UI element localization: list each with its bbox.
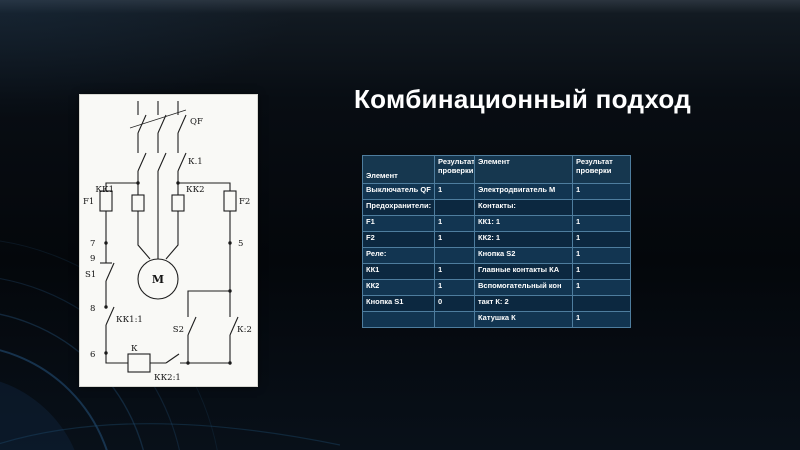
cell-element-left: КК2 <box>362 279 435 296</box>
cell-result-left: 1 <box>434 263 475 280</box>
label-k-coil: К <box>131 344 138 354</box>
cell-result-right: 1 <box>572 263 631 280</box>
col-header-result-right: Результат проверки <box>572 155 631 184</box>
cell-element-left: F1 <box>362 215 435 232</box>
label-node-5: 5 <box>238 239 243 249</box>
label-node-8: 8 <box>90 304 95 314</box>
label-kk1: КК1 <box>95 185 114 195</box>
cell-element-right: Кнопка S2 <box>474 247 573 264</box>
table-row: F1 1 КК1: 1 1 <box>362 215 631 232</box>
cell-result-left: 0 <box>434 295 475 312</box>
cell-element-right: Вспомогательный кон <box>474 279 573 296</box>
cell-element-right: КК1: 1 <box>474 215 573 232</box>
cell-element-left: F2 <box>362 231 435 248</box>
cell-result-left: 1 <box>434 215 475 232</box>
label-s1: S1 <box>85 270 96 280</box>
cell-result-left <box>434 311 475 328</box>
table-row: Кнопка S1 0 такт К: 2 <box>362 295 631 312</box>
cell-element-left: КК1 <box>362 263 435 280</box>
label-node-7: 7 <box>90 239 95 249</box>
table-row: Реле: Кнопка S2 1 <box>362 247 631 264</box>
cell-result-left: 1 <box>434 231 475 248</box>
label-node-9: 9 <box>90 254 95 264</box>
circuit-diagram-panel: QF К.1 F1 F2 КК1 КК2 7 5 9 8 6 S1 КК1:1 … <box>79 94 258 387</box>
label-f2: F2 <box>239 197 250 207</box>
cell-result-left <box>434 199 475 216</box>
label-k2: К:2 <box>237 325 252 335</box>
cell-result-right: 1 <box>572 215 631 232</box>
cell-result-right: 1 <box>572 279 631 296</box>
col-header-element-right: Элемент <box>474 155 573 184</box>
circuit-diagram: QF К.1 F1 F2 КК1 КК2 7 5 9 8 6 S1 КК1:1 … <box>83 101 252 383</box>
cell-element-right: такт К: 2 <box>474 295 573 312</box>
cell-result-left: 1 <box>434 279 475 296</box>
slide-title: Комбинационный подход <box>354 84 692 114</box>
cell-element-left: Предохранители: <box>362 199 435 216</box>
label-k1: К.1 <box>188 157 203 167</box>
label-kk2: КК2 <box>186 185 205 195</box>
label-kk2-1: КК2:1 <box>154 373 181 383</box>
label-kk1-1: КК1:1 <box>116 315 143 325</box>
cell-element-right: Электродвигатель М <box>474 183 573 200</box>
cell-result-right: 1 <box>572 183 631 200</box>
check-results-table: Элемент Результат проверки Элемент Резул… <box>362 155 631 328</box>
background-swoosh-decoration <box>0 240 341 450</box>
col-header-element-left: Элемент <box>362 155 435 184</box>
cell-element-right: Катушка К <box>474 311 573 328</box>
label-s2: S2 <box>173 325 184 335</box>
cell-result-right: 1 <box>572 311 631 328</box>
cell-element-left: Кнопка S1 <box>362 295 435 312</box>
cell-element-right: КК2: 1 <box>474 231 573 248</box>
cell-element-right: Контакты: <box>474 199 573 216</box>
table-row: F2 1 КК2: 1 1 <box>362 231 631 248</box>
cell-result-right <box>572 295 631 312</box>
label-qf: QF <box>190 117 203 127</box>
cell-element-left <box>362 311 435 328</box>
cell-result-right: 1 <box>572 247 631 264</box>
cell-result-right: 1 <box>572 231 631 248</box>
label-motor: М <box>152 273 164 286</box>
cell-element-right: Главные контакты КА <box>474 263 573 280</box>
table-row: КК2 1 Вспомогательный кон 1 <box>362 279 631 296</box>
table-row: Выключатель QF 1 Электродвигатель М 1 <box>362 183 631 200</box>
label-f1: F1 <box>83 197 94 207</box>
table-row: Предохранители: Контакты: <box>362 199 631 216</box>
col-header-result-left: Результат проверки <box>434 155 475 184</box>
cell-element-left: Реле: <box>362 247 435 264</box>
table-header-row: Элемент Результат проверки Элемент Резул… <box>362 155 631 184</box>
cell-result-left: 1 <box>434 183 475 200</box>
cell-element-left: Выключатель QF <box>362 183 435 200</box>
cell-result-left <box>434 247 475 264</box>
table-row: КК1 1 Главные контакты КА 1 <box>362 263 631 280</box>
table-row: Катушка К 1 <box>362 311 631 328</box>
label-node-6: 6 <box>90 350 95 360</box>
cell-result-right <box>572 199 631 216</box>
